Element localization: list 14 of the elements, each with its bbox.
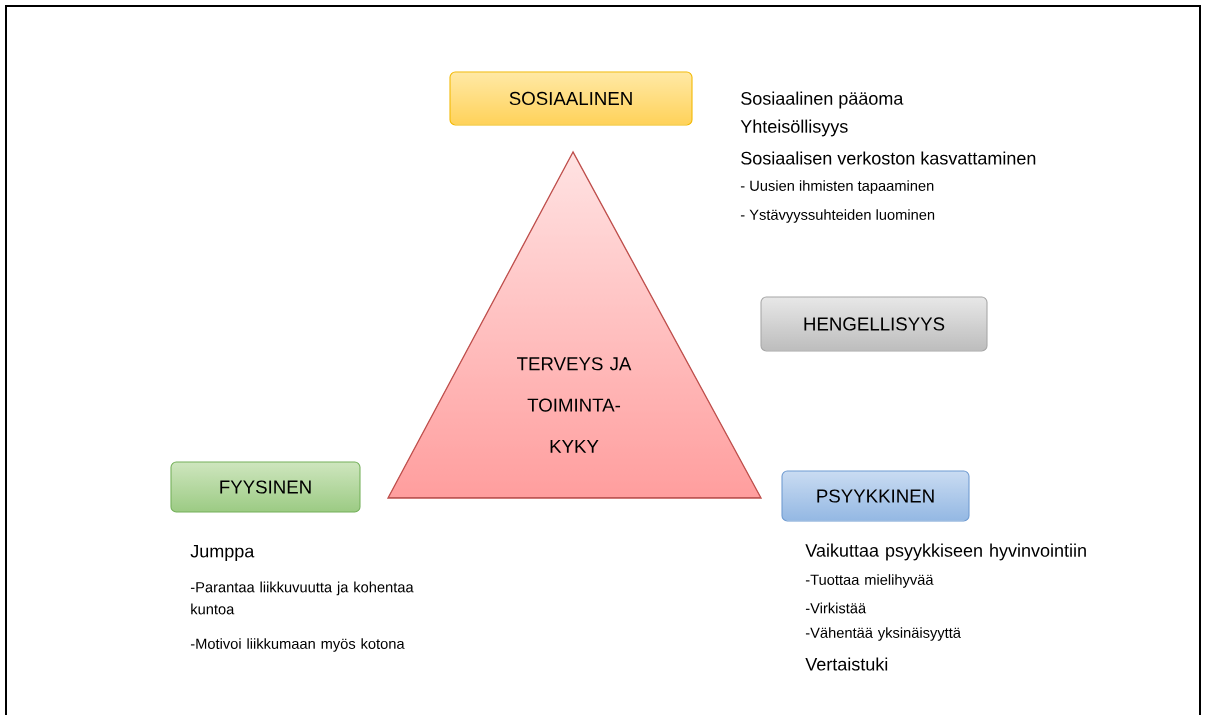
note-text: Yhteisöllisyys xyxy=(740,119,848,137)
category-box: PSYYKKINEN xyxy=(781,470,970,522)
beside-text: -Parantaa liikkuvuutta ja kohentaa kuntoa xyxy=(190,581,414,615)
beside-text: -Vähentää yksinäisyyttä xyxy=(805,627,961,641)
category-box: SOSIAALINEN xyxy=(449,71,693,126)
beside-text: Jumppa xyxy=(190,544,255,562)
beside-text: Vertaistuki xyxy=(805,657,888,671)
beside-text: -Motivoi liikkumaan myös kotona xyxy=(190,638,405,652)
beside-text: Vaikuttaa psyykkiseen hyvinvointiin xyxy=(805,543,1086,561)
category-box: HENGELLISYYS xyxy=(760,296,988,352)
beside-text: -Tuottaa mielihyvää xyxy=(805,574,934,588)
category-box: FYYSINEN xyxy=(170,461,361,513)
beside-text: -Virkistää xyxy=(805,602,867,614)
note-text: Sosiaalinen pääoma xyxy=(741,91,904,109)
